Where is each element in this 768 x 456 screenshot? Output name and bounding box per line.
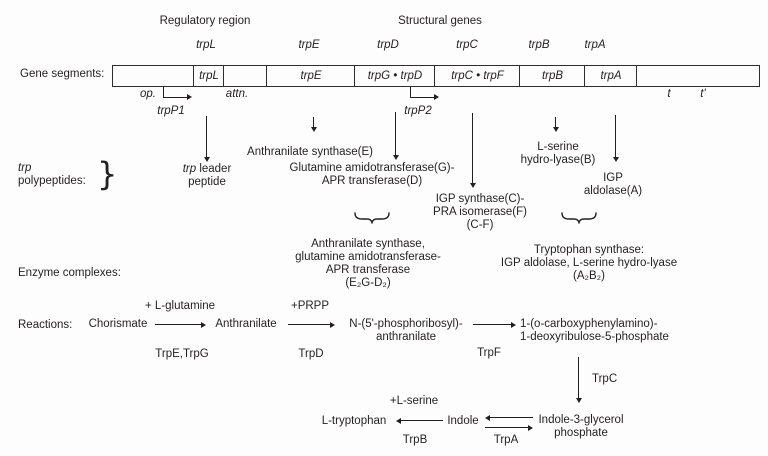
enzyme-trpf-text: TrpF bbox=[477, 347, 501, 359]
polypeptides-label-word: polypeptides: bbox=[18, 175, 86, 187]
complex2-stoichiometry: (A₂B₂) bbox=[573, 270, 605, 282]
promoter1-arrow-icon bbox=[163, 86, 192, 100]
header-structural-genes: Structural genes bbox=[398, 15, 482, 27]
leader-rest: leader bbox=[196, 163, 232, 175]
complex2-line1: Tryptophan synthase: bbox=[533, 244, 645, 256]
igp-aldolase-text: IGP aldolase(A) bbox=[584, 172, 642, 198]
arrow-trpe-to-anthranilate-icon bbox=[311, 117, 318, 132]
plus-lserine-text: +L-serine bbox=[389, 395, 439, 407]
underbrace-icon bbox=[354, 212, 390, 224]
underbrace-icon bbox=[561, 212, 597, 224]
gene-segments-bar: trpL trpE trpG • trpD trpC • trpF trpB t… bbox=[112, 65, 760, 87]
polypeptides-row-label: trp polypeptides: bbox=[18, 162, 86, 188]
enzyme-trpe-trpg-text: TrpE,TrpG bbox=[155, 348, 209, 360]
segment-trpc-trpf: trpC • trpF bbox=[434, 66, 520, 86]
gene-label-trpc: trpC bbox=[456, 39, 478, 51]
gene-segments-row-label: Gene segments: bbox=[20, 68, 105, 80]
gene-label-trpe: trpE bbox=[298, 39, 320, 51]
complex1-stoichiometry: (E₂G-D₂) bbox=[345, 277, 391, 289]
arrow-igp-to-indole-icon bbox=[485, 415, 533, 422]
enzyme-trpc-text: TrpC bbox=[592, 373, 618, 385]
arrow-indole-to-igp-icon bbox=[485, 425, 533, 432]
ltryptophan-text: L-tryptophan bbox=[321, 415, 387, 427]
segment-attenuator bbox=[223, 66, 267, 86]
lserine-line1: L-serine bbox=[537, 141, 579, 153]
lserine-hydrolyase-text: L-serine hydro-lyase(B) bbox=[521, 141, 596, 167]
glutamine-amidotransferase-text: Glutamine amidotransferase(G)- APR trans… bbox=[290, 162, 455, 188]
cdrp-line2: 1-deoxyribulose-5-phosphate bbox=[520, 331, 669, 343]
gene-label-trpb: trpB bbox=[528, 39, 550, 51]
segment-trpe: trpE bbox=[266, 66, 355, 86]
enzyme-complexes-row-label: Enzyme complexes: bbox=[18, 267, 121, 279]
arrow-chorismate-to-anthranilate-icon bbox=[155, 322, 206, 329]
phosphoribosyl-anthranilate-text: N-(5'-phosphoribosyl)- anthranilate bbox=[349, 318, 462, 344]
attenuator-label: attn. bbox=[225, 88, 249, 100]
plus-lglutamine-text: + L-glutamine bbox=[145, 300, 215, 312]
enzyme-trpd-text: TrpD bbox=[298, 348, 324, 360]
lserine-line2: hydro-lyase(B) bbox=[520, 154, 596, 166]
gene-label-trpd: trpD bbox=[377, 39, 399, 51]
arrow-trpa-to-aldolase-icon bbox=[613, 115, 620, 162]
gene-label-trpl: trpL bbox=[196, 39, 216, 51]
complex1-line3: APR transferase bbox=[325, 264, 411, 276]
chorismate-text: Chorismate bbox=[88, 318, 148, 330]
polypeptides-label-trp: trp bbox=[18, 162, 32, 174]
arrow-indole-to-ltryptophan-icon bbox=[396, 418, 443, 425]
arrow-trpl-to-leader-icon bbox=[204, 116, 211, 162]
plus-prpp-text: +PRPP bbox=[290, 300, 330, 312]
anthranilate-synthase-text: Anthranilate synthase(E) bbox=[247, 146, 373, 158]
arrow-trpd-to-glutamine-icon bbox=[393, 112, 400, 160]
complex2-text: Tryptophan synthase: IGP aldolase, L-ser… bbox=[501, 244, 677, 283]
complex2-line2: IGP aldolase, L-serine hydro-lyase bbox=[500, 257, 678, 269]
segment-terminator bbox=[636, 66, 760, 86]
igp-line2: phosphate bbox=[554, 427, 608, 439]
glutamine-line2: APR transferase(D) bbox=[321, 175, 423, 187]
cdrp-line1: 1-(o-carboxyphenylamino)- bbox=[520, 318, 658, 330]
igp-aldolase-line1: IGP bbox=[603, 172, 623, 184]
segment-promoter-operator bbox=[113, 66, 193, 86]
reactions-row-label: Reactions: bbox=[18, 319, 73, 331]
arrow-trpc-to-igp-synthase-icon bbox=[470, 113, 477, 188]
leader-trp-italic: trp bbox=[182, 163, 197, 175]
arrow-anthranilate-to-phosphoribosyl-icon bbox=[288, 322, 335, 329]
arrow-phosphoribosyl-to-cdrp-icon bbox=[473, 322, 516, 329]
phosphoribosyl-line1: N-(5'-phosphoribosyl)- bbox=[349, 318, 463, 330]
arrow-trpb-to-lserine-icon bbox=[553, 117, 560, 132]
segment-trpa: trpA bbox=[584, 66, 637, 86]
enzyme-trpa-text: TrpA bbox=[493, 434, 519, 446]
complex1-line2: glutamine amidotransferase- bbox=[295, 251, 441, 263]
glutamine-line1: Glutamine amidotransferase(G)- bbox=[289, 162, 455, 174]
operator-label: op. bbox=[140, 88, 156, 100]
segment-trpb: trpB bbox=[519, 66, 585, 86]
trp-leader-peptide-text: trp leader peptide bbox=[183, 163, 232, 189]
igp-synthase-line3: (C-F) bbox=[466, 219, 494, 231]
anthranilate-text: Anthranilate bbox=[215, 318, 277, 330]
gene-label-trpa: trpA bbox=[584, 39, 606, 51]
igp-synthase-line2: PRA isomerase(F) bbox=[433, 206, 527, 218]
cdrp-text: 1-(o-carboxyphenylamino)- 1-deoxyribulos… bbox=[520, 318, 669, 344]
complex1-line1: Anthranilate synthase, bbox=[311, 238, 425, 250]
terminator-t-label: t bbox=[667, 88, 671, 100]
arrow-cdrp-to-igp-icon bbox=[576, 357, 583, 403]
enzyme-trpb-text: TrpB bbox=[402, 434, 428, 446]
igp-synthase-text: IGP synthase(C)- PRA isomerase(F) (C-F) bbox=[433, 193, 527, 232]
header-regulatory-region: Regulatory region bbox=[159, 15, 251, 27]
indole-text: Indole bbox=[447, 415, 479, 427]
promoter2-arrow-icon bbox=[410, 86, 439, 100]
complex1-text: Anthranilate synthase, glutamine amidotr… bbox=[295, 238, 441, 290]
promoter1-label: trpP1 bbox=[157, 105, 185, 117]
igp-line1: Indole-3-glycerol bbox=[538, 414, 624, 426]
terminator-tprime-label: t' bbox=[700, 88, 706, 100]
igp-aldolase-line2: aldolase(A) bbox=[583, 185, 643, 197]
indole-3-glycerol-phosphate-text: Indole-3-glycerol phosphate bbox=[538, 414, 623, 440]
segment-trpl: trpL bbox=[193, 66, 224, 86]
igp-synthase-line1: IGP synthase(C)- bbox=[435, 193, 525, 205]
leader-line2: peptide bbox=[188, 176, 226, 188]
curly-brace-icon: } bbox=[97, 155, 118, 193]
segment-trpg-trpd: trpG • trpD bbox=[354, 66, 435, 86]
phosphoribosyl-line2: anthranilate bbox=[375, 331, 437, 343]
promoter2-label: trpP2 bbox=[404, 105, 432, 117]
